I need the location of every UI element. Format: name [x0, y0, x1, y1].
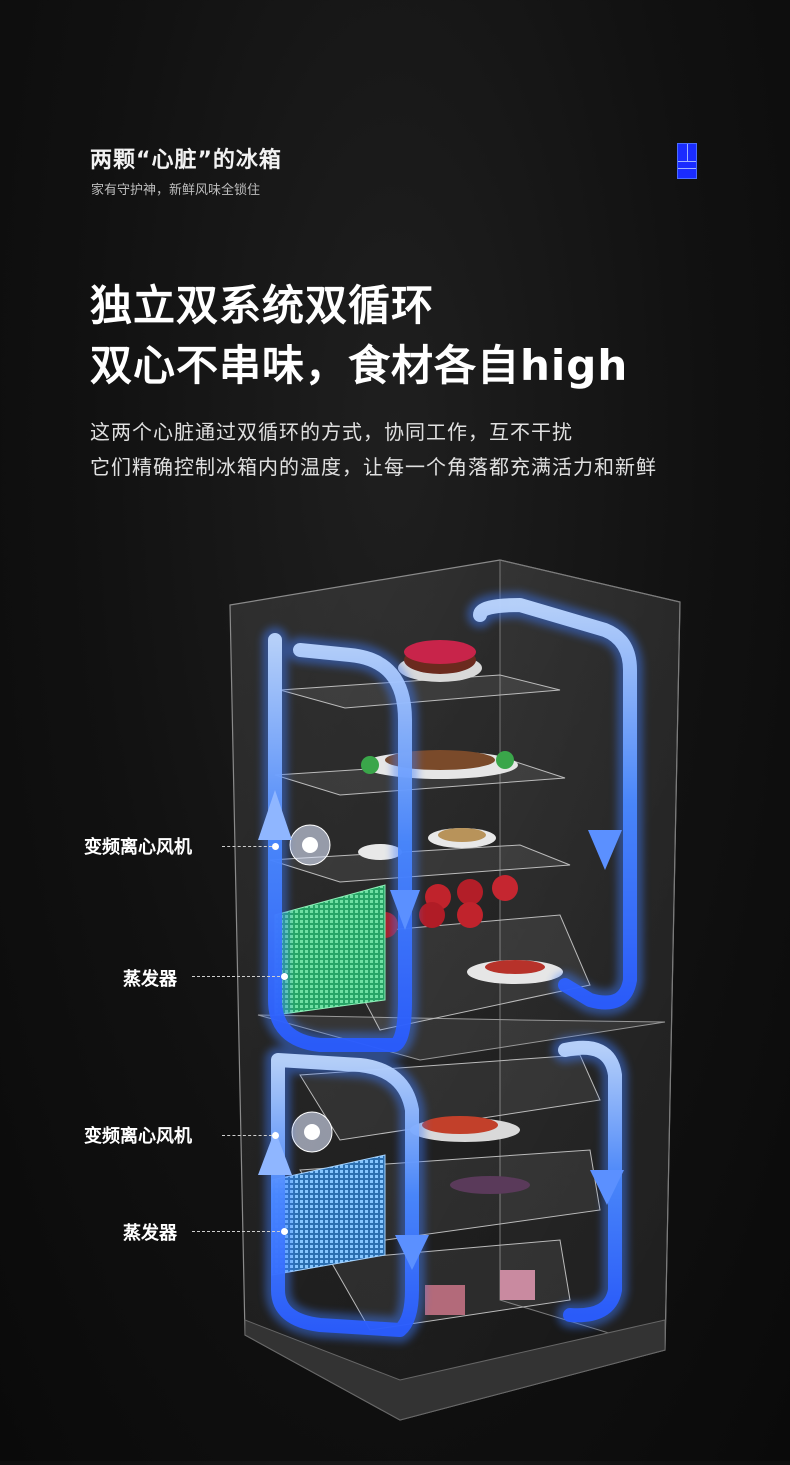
fan-dot-top	[272, 843, 279, 850]
headline-line-2: 双心不串味，食材各自high	[90, 341, 629, 390]
description-line-1: 这两个心脏通过双循环的方式，协同工作，互不干扰	[90, 420, 573, 444]
fridge-icon	[677, 143, 697, 179]
food-items	[358, 640, 563, 1315]
fan-label-bottom: 变频离心风机	[84, 1126, 192, 1147]
fan-bottom-graphic	[291, 1111, 333, 1153]
fan-leader-top	[222, 846, 272, 847]
evaporator-leader-bottom	[192, 1231, 280, 1232]
evaporator-leader-top	[192, 976, 280, 977]
headline-line-1: 独立双系统双循环	[90, 281, 435, 330]
fridge-illustration	[0, 540, 790, 1461]
fan-label-top: 变频离心风机	[84, 837, 192, 858]
airflow-loops	[258, 592, 643, 1343]
evaporator-label-top: 蒸发器	[123, 969, 177, 990]
header-title: 两颗“心脏”的冰箱	[90, 148, 282, 173]
fan-top-graphic	[289, 824, 331, 866]
description-line-2: 它们精确控制冰箱内的温度，让每一个角落都充满活力和新鲜	[90, 455, 657, 479]
evaporator-dot-bottom	[281, 1228, 288, 1235]
fan-leader-bottom	[222, 1135, 272, 1136]
fan-dot-bottom	[272, 1132, 279, 1139]
evaporator-dot-top	[281, 973, 288, 980]
header-subtitle: 家有守护神，新鲜风味全锁住	[91, 183, 261, 198]
evaporator-label-bottom: 蒸发器	[123, 1223, 177, 1244]
